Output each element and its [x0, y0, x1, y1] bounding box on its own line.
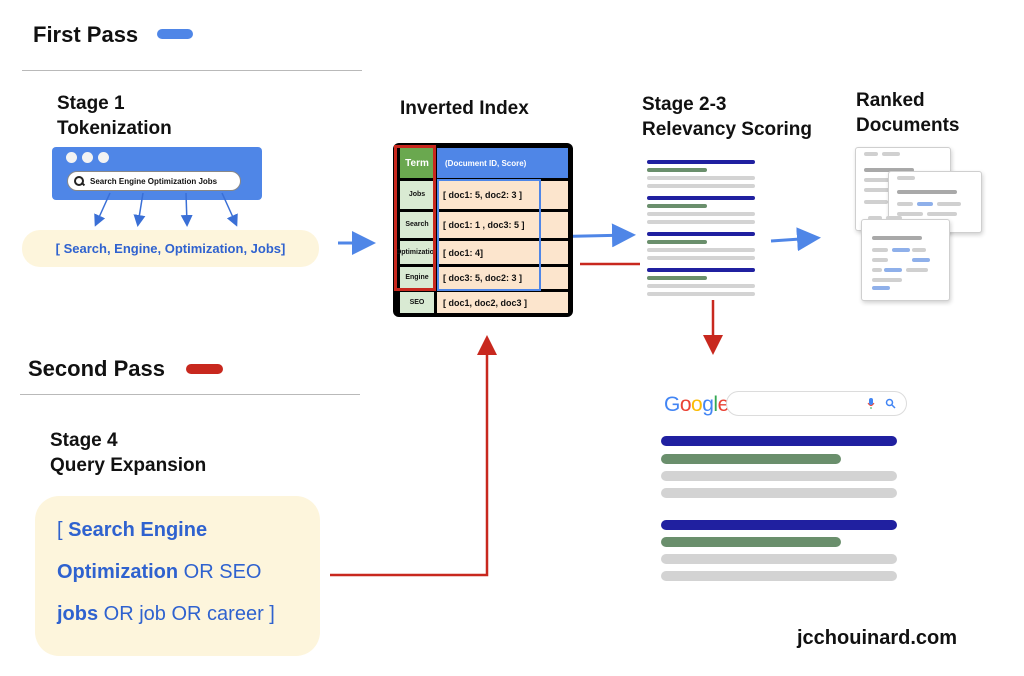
term-cell: Search [400, 212, 434, 238]
result-snippet-line [661, 571, 897, 581]
value-header: (Document ID, Score) [437, 148, 568, 178]
query-line-1: [ Search Engine [57, 519, 208, 541]
postings-cell: [ doc3: 5, doc2: 3 ] [437, 267, 568, 289]
token-arrow [94, 192, 111, 227]
stage23-label: Stage 2-3 Relevancy Scoring [642, 92, 812, 142]
mic-icon[interactable] [867, 398, 875, 410]
stage23-name: Relevancy Scoring [642, 119, 813, 140]
token-arrow [133, 192, 146, 227]
term-header: Term [400, 148, 434, 178]
token-list: [ Search, Engine, Optimization, Jobs] [22, 230, 319, 267]
term-cell: SEO [400, 292, 434, 313]
term-column-highlight [394, 145, 436, 291]
result-snippet-line [661, 554, 897, 564]
search-icon [74, 176, 84, 186]
window-dot [66, 152, 77, 163]
result-url-line [661, 537, 841, 547]
stage1-name: Tokenization [57, 118, 172, 139]
stage4-name: Query Expansion [50, 455, 207, 476]
term-cell: Jobs [400, 181, 434, 209]
google-search-input[interactable] [726, 391, 907, 416]
expanded-query-box: [ Search Engine Optimization OR SEO jobs… [35, 496, 320, 656]
second-pass-legend-pill [186, 364, 223, 374]
result-title-line [661, 436, 897, 446]
site-credit: jcchouinard.com [797, 627, 958, 649]
stage1-label: Stage 1 Tokenization [57, 91, 172, 141]
postings-cell: [ doc1: 1 , doc3: 5 ] [437, 212, 568, 238]
postings-cell: [ doc1: 5, doc2: 3 ] [437, 181, 568, 209]
result-snippet-line [661, 471, 897, 481]
first-pass-title: First Pass [33, 22, 139, 47]
window-dot [98, 152, 109, 163]
google-logo: Google [664, 393, 729, 416]
stage4-label: Stage 4 Query Expansion [50, 428, 206, 478]
ranked-line2: Documents [856, 115, 960, 136]
ranked-line1: Ranked [856, 90, 925, 111]
ranked-label: Ranked Documents [856, 88, 959, 138]
divider [20, 394, 360, 395]
query-line-3: jobs OR job OR career ] [57, 603, 275, 625]
scored-documents [647, 160, 757, 300]
stage1-number: Stage 1 [57, 93, 125, 114]
first-pass-legend-pill [157, 29, 193, 39]
stage4-number: Stage 4 [50, 430, 118, 451]
arrow-to-ranked [770, 227, 821, 252]
red-arrow-query-to-index [330, 335, 497, 577]
window-dot [82, 152, 93, 163]
divider [22, 70, 362, 71]
postings-cell: [ doc1, doc2, doc3 ] [437, 292, 568, 313]
result-snippet-line [661, 488, 897, 498]
postings-cell: [ doc1: 4] [437, 241, 568, 264]
search-results [661, 436, 901, 636]
postings-highlight [437, 179, 541, 291]
result-url-line [661, 454, 841, 464]
ranked-doc-card [861, 216, 950, 301]
search-input[interactable]: Search Engine Optimization Jobs [67, 171, 241, 191]
term-cell: Engine [400, 267, 434, 289]
browser-window: Search Engine Optimization Jobs [52, 147, 262, 200]
stage23-number: Stage 2-3 [642, 94, 727, 115]
term-cell: Optimization [396, 241, 438, 264]
inverted-index-table: Term (Document ID, Score) Jobs [ doc1: 5… [393, 143, 573, 317]
second-pass-title: Second Pass [28, 356, 165, 381]
result-title-line [661, 520, 897, 530]
token-arrow [221, 192, 238, 227]
index-title: Inverted Index [400, 98, 529, 119]
token-arrow [180, 192, 193, 227]
query-line-2: Optimization OR SEO [57, 561, 262, 583]
search-query-text: Search Engine Optimization Jobs [90, 176, 218, 186]
search-icon[interactable] [885, 398, 896, 409]
